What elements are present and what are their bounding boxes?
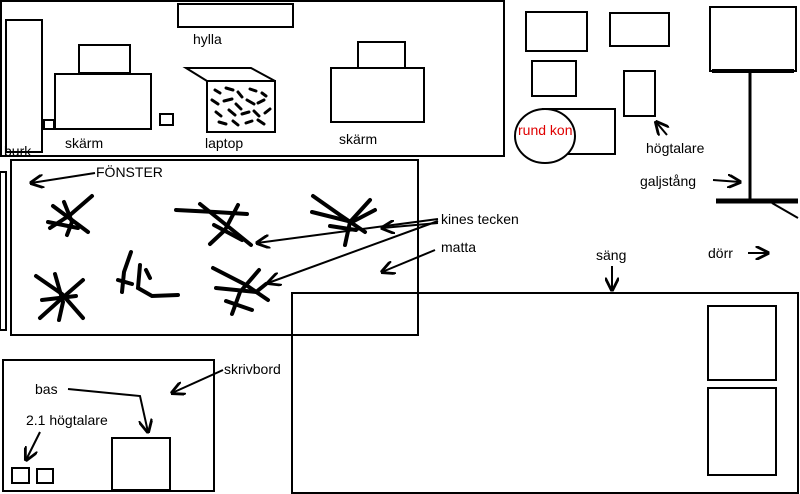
label-jar: burk (4, 143, 32, 159)
subwoofer (111, 437, 171, 491)
label-rug: matta (441, 239, 476, 255)
desk-area: skrivbord bas 2.1 högtalare (2, 359, 281, 492)
label-chinese-chars: kines tecken (441, 211, 519, 227)
right-monitor (330, 67, 425, 123)
label-bed: säng (596, 247, 626, 263)
right-monitor-top (357, 41, 406, 69)
shelf (177, 3, 294, 28)
small-box-b (159, 113, 174, 126)
box-2 (609, 12, 670, 47)
arrow-chinese-2 (268, 220, 439, 283)
box-3 (531, 60, 577, 97)
label-speaker: högtalare (646, 140, 705, 156)
desk (2, 359, 215, 492)
label-desk: skrivbord (224, 361, 281, 377)
round-cone (514, 108, 576, 164)
label-round-cone: rund kon (518, 122, 572, 138)
chinese-character-4 (34, 272, 85, 322)
label-right-monitor: skärm (339, 131, 377, 147)
label-door: dörr (708, 245, 733, 261)
arrow-speaker (656, 122, 667, 135)
speaker-box (623, 70, 656, 117)
laptop (182, 67, 276, 133)
bed: säng (291, 247, 799, 494)
arrow-window (31, 172, 96, 183)
coat-rack: galjstång dörr (640, 6, 799, 261)
arrow-chinese-3 (382, 223, 439, 228)
label-laptop: laptop (205, 135, 243, 151)
rug (10, 159, 419, 336)
arrow-hanger-rod (712, 180, 740, 182)
box-1 (525, 11, 588, 52)
chinese-character-5 (116, 250, 180, 299)
pillow-2 (707, 387, 777, 476)
arrow-desk (172, 369, 224, 393)
speaker-small-2 (36, 468, 54, 484)
chinese-character-1 (46, 194, 94, 237)
arrow-21-speakers (26, 431, 41, 460)
label-left-monitor: skärm (65, 135, 103, 151)
top-right-items: rund kon högtalare (514, 11, 705, 164)
label-21-speakers: 2.1 högtalare (26, 412, 108, 428)
label-shelf: hylla (193, 31, 222, 47)
left-monitor (54, 73, 152, 130)
top-desk-area: hylla burk skärm laptop skärm (0, 0, 505, 159)
left-monitor-top (78, 44, 131, 74)
chinese-character-2 (174, 202, 253, 247)
label-hanger-rod: galjstång (640, 173, 696, 189)
arrow-rug (382, 249, 436, 272)
chinese-character-6 (211, 266, 270, 316)
pillow-1 (707, 305, 777, 381)
arrow-bass (67, 388, 148, 432)
rug-area: FÖNSTER (0, 159, 519, 336)
label-bass: bas (35, 381, 58, 397)
window (0, 171, 7, 331)
arrow-chinese-1 (257, 218, 439, 243)
jar (5, 19, 43, 153)
bed-frame (291, 292, 799, 494)
label-window: FÖNSTER (96, 163, 163, 180)
speaker-small-1 (11, 467, 30, 484)
chinese-character-3 (310, 194, 377, 247)
small-box-a (43, 119, 55, 130)
